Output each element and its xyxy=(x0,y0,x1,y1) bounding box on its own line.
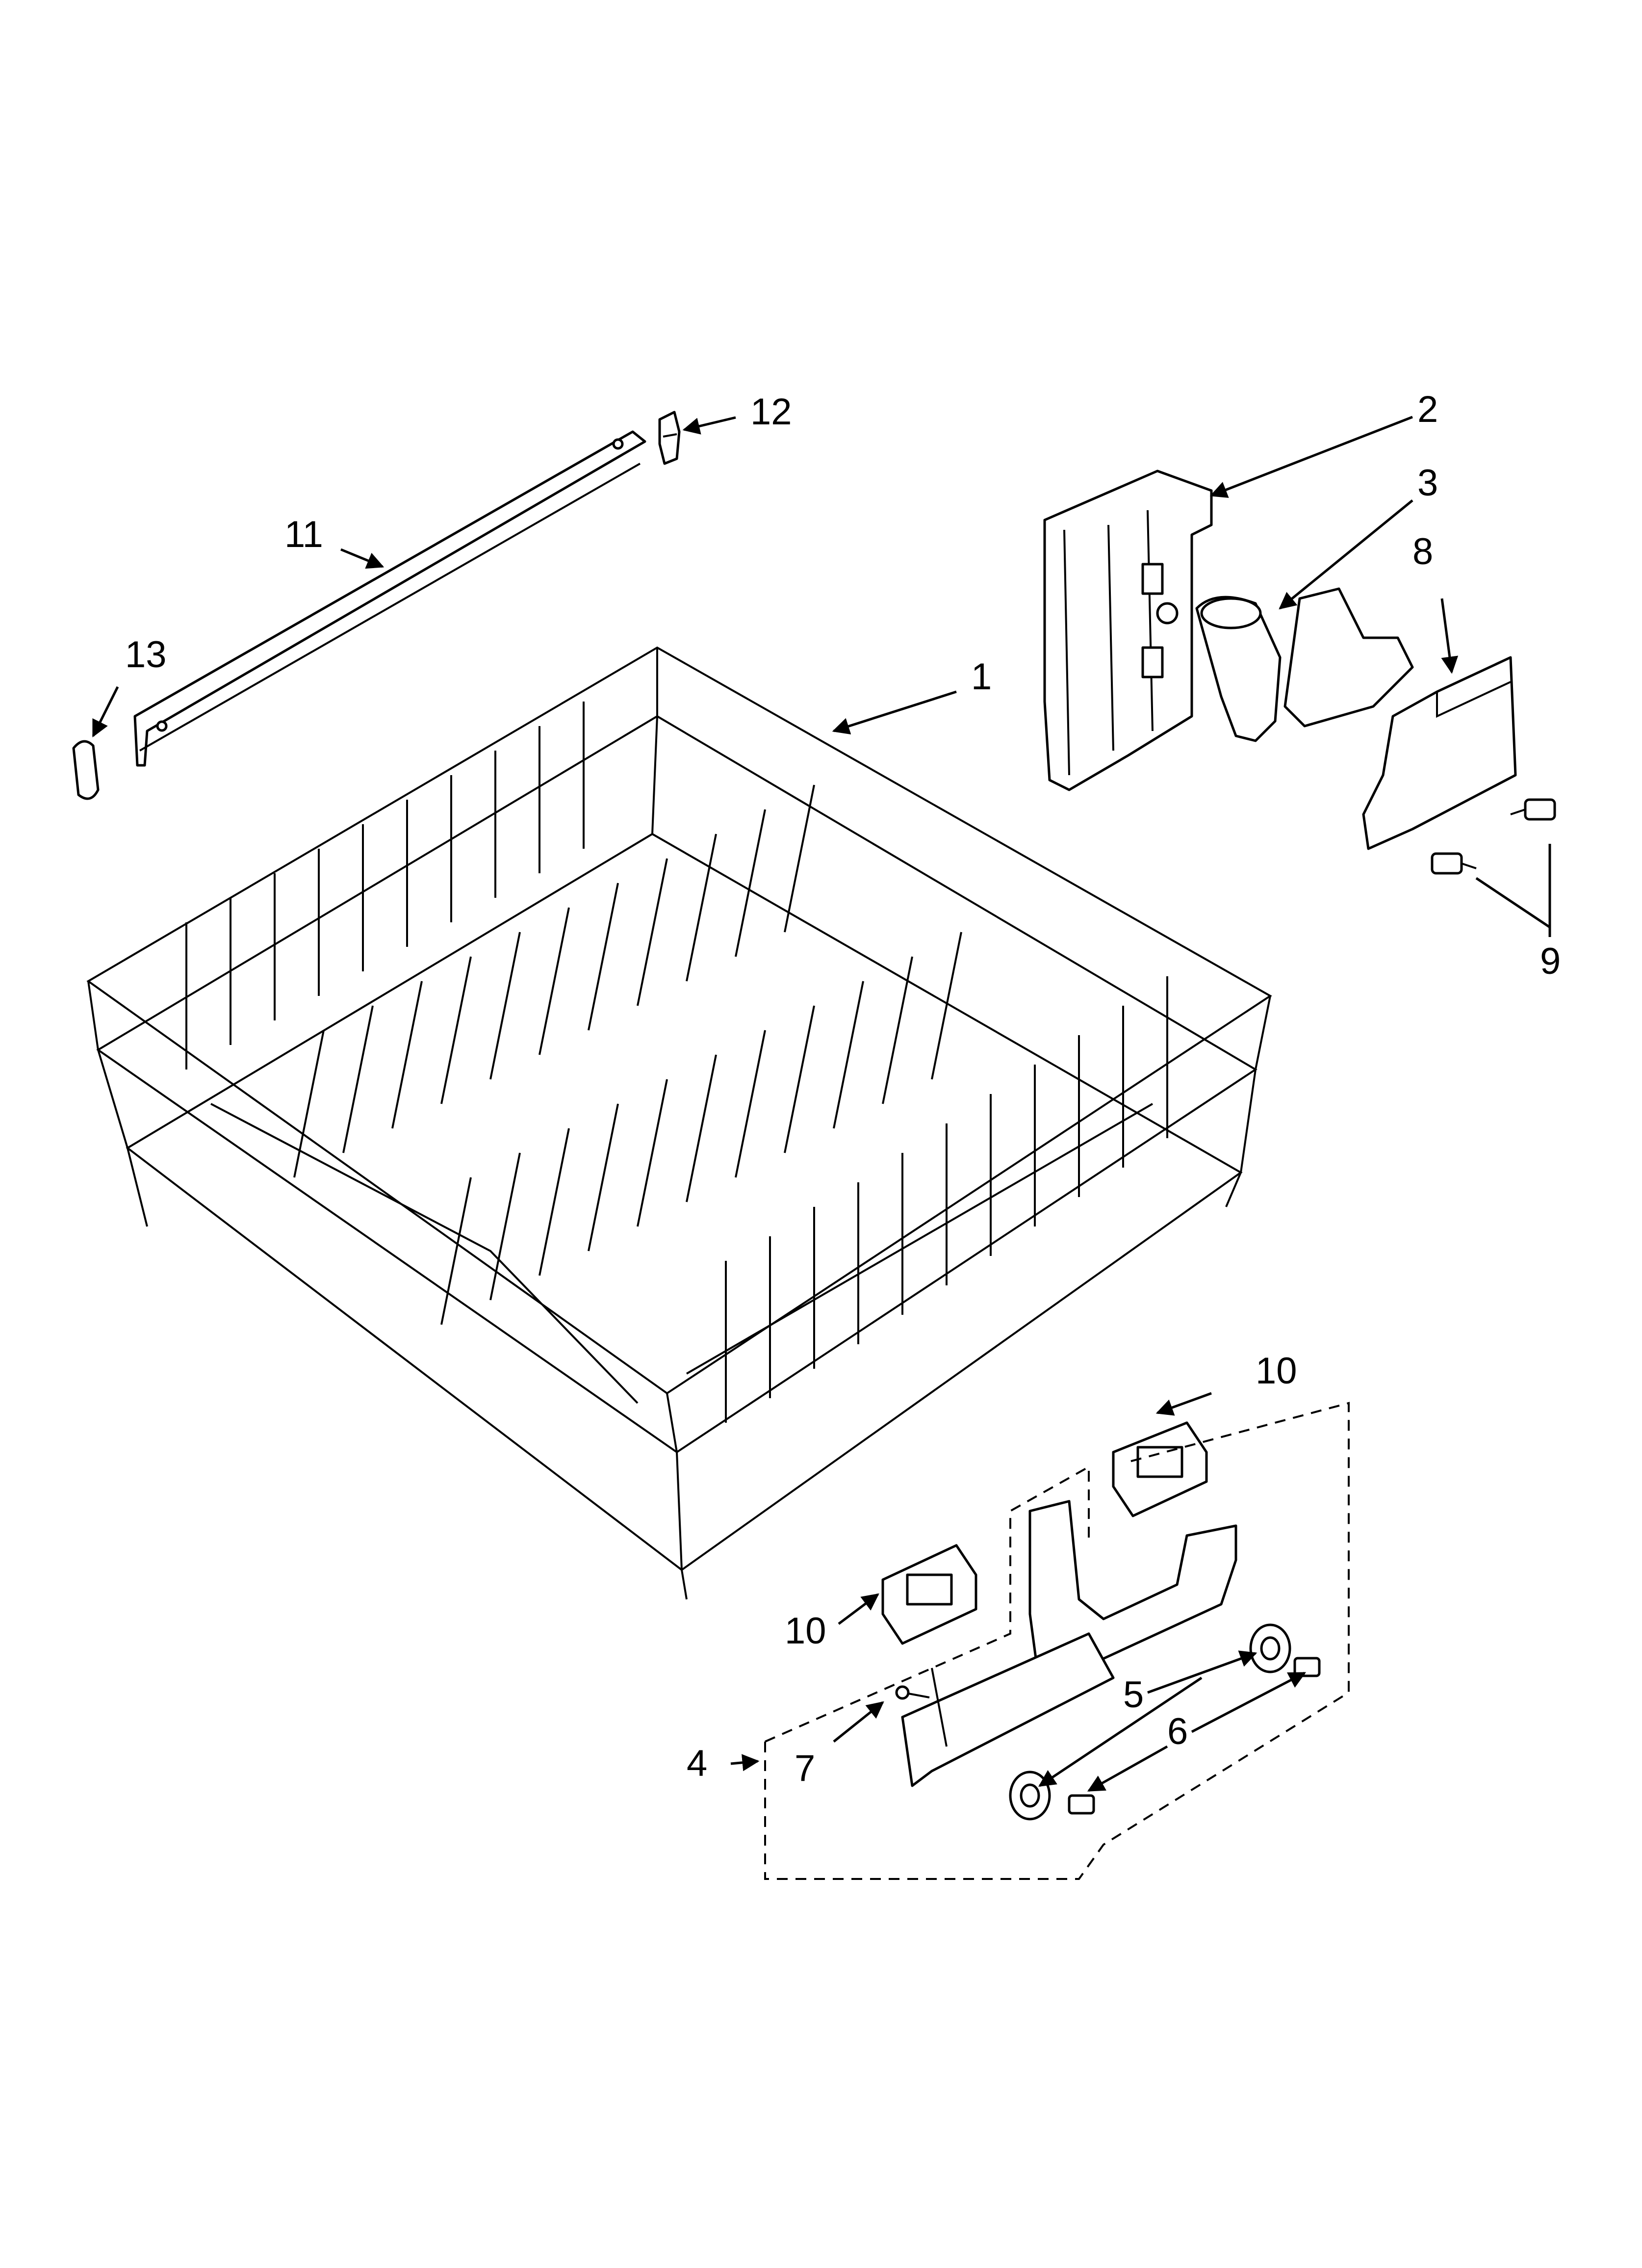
callout-3: 3 xyxy=(1417,462,1438,504)
screw-lower xyxy=(1431,852,1477,875)
part-10-clip-lower xyxy=(881,1544,977,1645)
part-5-roller-left xyxy=(1009,1771,1051,1821)
part-7-pin xyxy=(895,1685,930,1700)
callout-13: 13 xyxy=(125,634,167,676)
callout-11: 11 xyxy=(284,514,323,555)
part-4-adjuster-assembly xyxy=(764,1402,1350,1880)
part-10-clip-upper xyxy=(1112,1421,1208,1517)
callout-9: 9 xyxy=(1540,940,1561,982)
part-11-rack-rail xyxy=(133,430,646,767)
callout-5: 5 xyxy=(1123,1674,1144,1716)
part-1-upper-dishrack xyxy=(86,646,1272,1600)
callout-8: 8 xyxy=(1412,531,1433,573)
part-3-adjuster-lever xyxy=(1195,587,1414,742)
part-6-axle-right xyxy=(1293,1657,1321,1677)
part-13-rail-end-cap xyxy=(72,740,100,800)
part-5-roller-right xyxy=(1249,1623,1291,1673)
part-2-adjuster-housing xyxy=(1043,469,1213,791)
callout-12: 12 xyxy=(750,391,792,433)
part-12-rail-clip xyxy=(658,411,681,465)
part-9-screws xyxy=(1431,798,1556,875)
callout-10-lower: 10 xyxy=(785,1610,826,1652)
callout-1: 1 xyxy=(971,656,992,698)
callout-10-upper: 10 xyxy=(1256,1350,1297,1392)
callout-4: 4 xyxy=(687,1743,707,1784)
screw-upper xyxy=(1510,798,1556,821)
callout-2: 2 xyxy=(1417,389,1438,430)
part-8-adjuster-cover xyxy=(1362,656,1517,850)
part-6-axle-left xyxy=(1068,1794,1095,1815)
callout-6: 6 xyxy=(1167,1711,1188,1752)
leader-lines xyxy=(92,416,1551,1792)
callout-7: 7 xyxy=(795,1747,815,1789)
